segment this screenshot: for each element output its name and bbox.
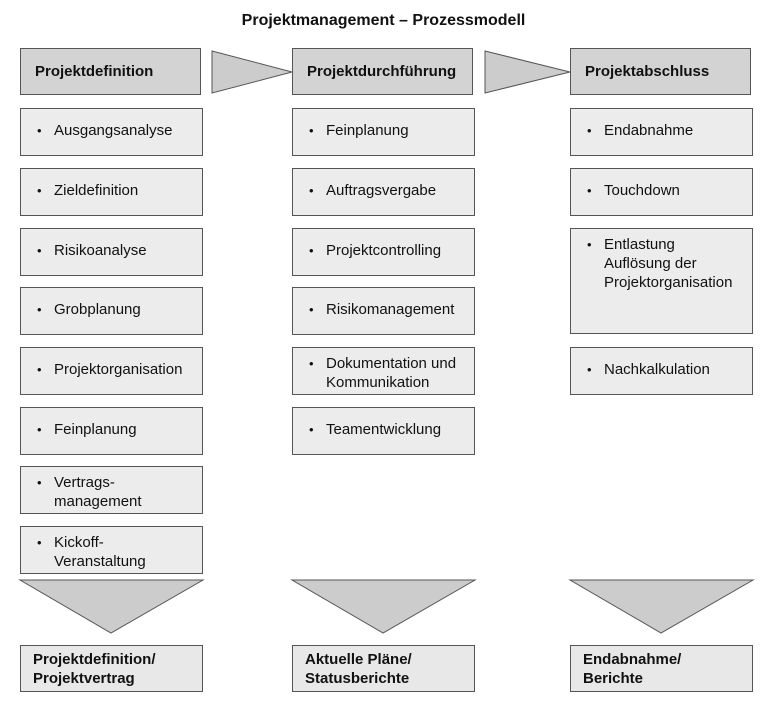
phase-result: Aktuelle Pläne/ Statusberichte — [292, 645, 475, 692]
activity-label: Risikomanagement — [326, 301, 455, 318]
bullet-icon: • — [37, 183, 42, 198]
bullet-icon: • — [37, 422, 42, 437]
activity-box: • Risikomanagement — [292, 287, 475, 335]
activity-box: • Feinplanung — [292, 108, 475, 156]
bullet-icon: • — [309, 243, 314, 258]
activity-label: Feinplanung — [326, 122, 409, 139]
activity-label: Zieldefinition — [54, 182, 139, 199]
activity-box: • Touchdown — [570, 168, 753, 216]
result-funnel-arrow — [568, 579, 755, 634]
phase-result: Projektdefinition/ Projektvertrag — [20, 645, 203, 692]
phase-header: Projektdefinition — [20, 48, 201, 95]
result-funnel-arrow — [290, 579, 477, 634]
activity-box: • Zieldefinition — [20, 168, 203, 216]
activity-box: • Auftragsvergabe — [292, 168, 475, 216]
bullet-icon: • — [37, 362, 42, 377]
activity-box: • Kickoff- Veranstaltung — [20, 526, 203, 574]
activity-label: Touchdown — [604, 182, 680, 199]
activity-label: Projektorganisation — [54, 361, 183, 378]
activity-box: • Teamentwicklung — [292, 407, 475, 455]
activity-box: • Risikoanalyse — [20, 228, 203, 276]
activity-label: Feinplanung — [54, 421, 137, 438]
activity-box: • Projektcontrolling — [292, 228, 475, 276]
bullet-icon: • — [309, 356, 314, 371]
bullet-icon: • — [309, 302, 314, 317]
activity-box: • Grobplanung — [20, 287, 203, 335]
activity-label: Endabnahme — [604, 122, 694, 139]
activity-box: • Entlastung Auflösung der Projektorganis… — [570, 228, 753, 334]
activity-label: Ausgangsanalyse — [54, 122, 173, 139]
phase-column: Projektdefinition • Ausgangsanalyse • Zielde… — [20, 0, 203, 709]
activity-label: Entlastung Auflösung der Projektorganisa… — [604, 236, 733, 291]
result-funnel-arrow — [18, 579, 205, 634]
bullet-icon: • — [587, 183, 592, 198]
activity-label: Risikoanalyse — [54, 242, 147, 259]
activity-label: Grobplanung — [54, 301, 141, 318]
bullet-icon: • — [309, 183, 314, 198]
bullet-icon: • — [37, 302, 42, 317]
activity-label: Auftragsvergabe — [326, 182, 437, 199]
activity-label: Dokumentation und Kommunikation — [326, 355, 457, 391]
phase-transition-arrow — [484, 50, 571, 94]
activity-box: • Nachkalkulation — [570, 347, 753, 395]
activity-label: Nachkalkulation — [604, 361, 710, 378]
phase-column: Projektabschluss • Endabnahme • Touchdown • En… — [570, 0, 753, 709]
bullet-icon: • — [37, 475, 42, 490]
activity-box: • Ausgangsanalyse — [20, 108, 203, 156]
activity-box: • Projektorganisation — [20, 347, 203, 395]
diagram-title: Projektmanagement – Prozessmodell — [241, 12, 526, 29]
bullet-icon: • — [587, 123, 592, 138]
activity-box: • Endabnahme — [570, 108, 753, 156]
bullet-icon: • — [587, 362, 592, 377]
phase-header: Projektdurchführung — [292, 48, 473, 95]
bullet-icon: • — [309, 422, 314, 437]
activity-box: • Dokumentation und Kommunikation — [292, 347, 475, 395]
phase-header: Projektabschluss — [570, 48, 751, 95]
activity-label: Vertrags- management — [54, 474, 142, 510]
phase-transition-arrow — [211, 50, 294, 94]
activity-label: Projektcontrolling — [326, 242, 442, 259]
bullet-icon: • — [37, 243, 42, 258]
activity-label: Kickoff- Veranstaltung — [54, 534, 146, 570]
phase-column: Projektdurchführung • Feinplanung • Auftrags… — [292, 0, 475, 709]
activity-label: Teamentwicklung — [326, 421, 442, 438]
bullet-icon: • — [37, 535, 42, 550]
bullet-icon: • — [37, 123, 42, 138]
phase-result: Endabnahme/ Berichte — [570, 645, 753, 692]
bullet-icon: • — [309, 123, 314, 138]
activity-box: • Vertrags- management — [20, 466, 203, 514]
bullet-icon: • — [587, 237, 592, 252]
activity-box: • Feinplanung — [20, 407, 203, 455]
